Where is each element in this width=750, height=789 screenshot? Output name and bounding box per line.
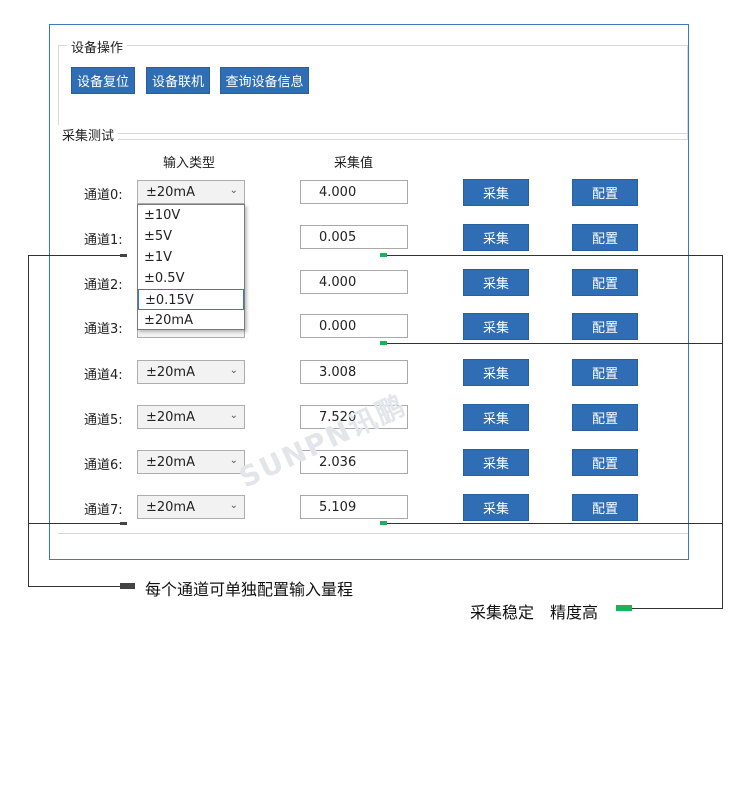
left-callout-to-note	[28, 586, 120, 587]
left-callout-vertical	[28, 255, 29, 587]
device-ops-title: 设备操作	[67, 37, 128, 56]
value-field-4[interactable]: 3.008	[300, 360, 408, 384]
right-callout-line-3	[387, 523, 723, 524]
channel-label-4: 通道4:	[84, 368, 123, 383]
right-callout-to-note	[632, 608, 723, 609]
value-header: 采集值	[334, 156, 374, 171]
input-type-select-6[interactable]: ±20mA ⌄	[137, 450, 245, 474]
value-field-1[interactable]: 0.005	[300, 225, 408, 249]
acquisition-bottom-divider	[58, 533, 688, 534]
collect-button-6[interactable]: 采集	[463, 449, 529, 476]
value-field-2[interactable]: 4.000	[300, 270, 408, 294]
config-button-4[interactable]: 配置	[572, 359, 638, 386]
dropdown-option-2[interactable]: ±1V	[144, 250, 173, 265]
input-type-value-0: ±20mA	[146, 184, 195, 200]
channel-label-2: 通道2:	[84, 278, 123, 293]
collect-button-0[interactable]: 采集	[463, 179, 529, 206]
input-type-select-0[interactable]: ±20mA ⌄	[137, 180, 245, 204]
collect-button-2[interactable]: 采集	[463, 269, 529, 296]
collect-button-1[interactable]: 采集	[463, 224, 529, 251]
dark-marker-note	[120, 583, 135, 589]
config-button-0[interactable]: 配置	[572, 179, 638, 206]
right-callout-line-2	[387, 343, 723, 344]
acquisition-title: 采集测试	[58, 125, 119, 144]
left-callout-bottom-line	[28, 523, 120, 524]
right-note: 采集稳定 精度高	[470, 603, 599, 622]
input-type-value-4: ±20mA	[146, 364, 195, 380]
query-device-info-button[interactable]: 查询设备信息	[220, 67, 309, 94]
config-button-1[interactable]: 配置	[572, 224, 638, 251]
channel-label-6: 通道6:	[84, 458, 123, 473]
value-field-0[interactable]: 4.000	[300, 180, 408, 204]
dropdown-option-0[interactable]: ±10V	[144, 208, 181, 223]
collect-button-4[interactable]: 采集	[463, 359, 529, 386]
device-reset-button[interactable]: 设备复位	[71, 67, 135, 94]
input-type-select-7[interactable]: ±20mA ⌄	[137, 495, 245, 519]
chevron-down-icon: ⌄	[229, 500, 238, 511]
config-button-6[interactable]: 配置	[572, 449, 638, 476]
device-ops-group: 设备操作	[58, 37, 688, 140]
left-note: 每个通道可单独配置输入量程	[145, 580, 354, 599]
collect-button-5[interactable]: 采集	[463, 404, 529, 431]
dropdown-option-4[interactable]: ±0.15V	[138, 289, 244, 310]
right-callout-line-1	[387, 255, 723, 256]
left-callout-top-line	[28, 255, 120, 256]
acquisition-group: 采集测试	[58, 125, 688, 533]
dark-marker-ch1	[120, 254, 127, 257]
input-type-value-5: ±20mA	[146, 409, 195, 425]
channel-label-5: 通道5:	[84, 413, 123, 428]
value-field-3[interactable]: 0.000	[300, 314, 408, 338]
chevron-down-icon: ⌄	[229, 410, 238, 421]
channel-label-7: 通道7:	[84, 503, 123, 518]
input-type-select-5[interactable]: ±20mA ⌄	[137, 405, 245, 429]
value-field-6[interactable]: 2.036	[300, 450, 408, 474]
value-field-5[interactable]: 7.520	[300, 405, 408, 429]
device-connect-button[interactable]: 设备联机	[146, 67, 210, 94]
input-type-value-7: ±20mA	[146, 499, 195, 515]
channel-label-0: 通道0:	[84, 188, 123, 203]
collect-button-3[interactable]: 采集	[463, 313, 529, 340]
value-field-7[interactable]: 5.109	[300, 495, 408, 519]
config-button-7[interactable]: 配置	[572, 494, 638, 521]
config-button-3[interactable]: 配置	[572, 313, 638, 340]
config-button-2[interactable]: 配置	[572, 269, 638, 296]
green-marker-note	[616, 605, 632, 611]
green-marker-ch1	[380, 253, 387, 257]
input-type-header: 输入类型	[163, 156, 216, 171]
dropdown-option-5[interactable]: ±20mA	[144, 313, 193, 328]
green-marker-ch3	[380, 341, 387, 345]
input-type-select-4[interactable]: ±20mA ⌄	[137, 360, 245, 384]
input-type-value-6: ±20mA	[146, 454, 195, 470]
dropdown-option-3[interactable]: ±0.5V	[144, 271, 185, 286]
dark-marker-ch7	[120, 522, 127, 525]
green-marker-ch7	[380, 521, 387, 525]
right-callout-vertical	[722, 255, 723, 609]
channel-label-3: 通道3:	[84, 322, 123, 337]
chevron-down-icon: ⌄	[229, 365, 238, 376]
input-type-dropdown-list: ±10V ±5V ±1V ±0.5V ±0.15V ±20mA	[137, 204, 245, 330]
collect-button-7[interactable]: 采集	[463, 494, 529, 521]
config-button-5[interactable]: 配置	[572, 404, 638, 431]
channel-label-1: 通道1:	[84, 233, 123, 248]
dropdown-option-1[interactable]: ±5V	[144, 229, 173, 244]
chevron-down-icon: ⌄	[229, 185, 238, 196]
chevron-down-icon: ⌄	[229, 455, 238, 466]
